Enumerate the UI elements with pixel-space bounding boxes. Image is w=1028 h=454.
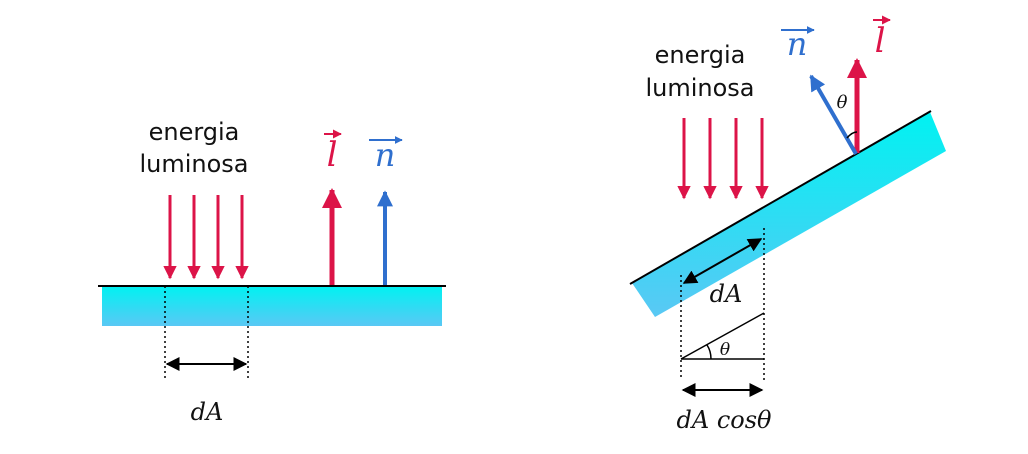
right-vector-n-label: n bbox=[787, 25, 808, 63]
right-vector-n-arrow bbox=[809, 74, 858, 155]
right-surface-slab bbox=[632, 112, 946, 317]
right-energy-label-line1: energia bbox=[655, 41, 746, 69]
right-angle-arc-bottom bbox=[706, 344, 712, 360]
right-surface-line bbox=[629, 110, 932, 285]
right-angle-label-bottom: θ bbox=[720, 340, 730, 360]
right-light-rays bbox=[677, 118, 769, 200]
right-vector-l-label: l bbox=[875, 21, 886, 61]
right-da-dimension-arrow bbox=[682, 238, 763, 284]
left-energy-label-line2: luminosa bbox=[139, 150, 248, 178]
left-panel: energia luminosa l n dA bbox=[98, 118, 446, 426]
right-panel: energia luminosa l n θ dA θ bbox=[629, 15, 946, 434]
left-light-rays bbox=[163, 195, 249, 280]
right-triangle-hypotenuse bbox=[680, 312, 765, 360]
right-energy-label-line2: luminosa bbox=[645, 74, 754, 102]
right-angle-arc-top bbox=[846, 131, 858, 139]
right-da-label: dA bbox=[710, 280, 743, 308]
left-energy-label-line1: energia bbox=[149, 118, 240, 146]
right-projected-label: dA cosθ bbox=[677, 406, 773, 434]
left-surface-slab bbox=[102, 286, 442, 326]
left-vector-l-label: l bbox=[327, 135, 338, 175]
right-angle-label-top: θ bbox=[837, 92, 848, 113]
left-da-label: dA bbox=[191, 398, 224, 426]
left-vector-n-label: n bbox=[375, 136, 396, 174]
